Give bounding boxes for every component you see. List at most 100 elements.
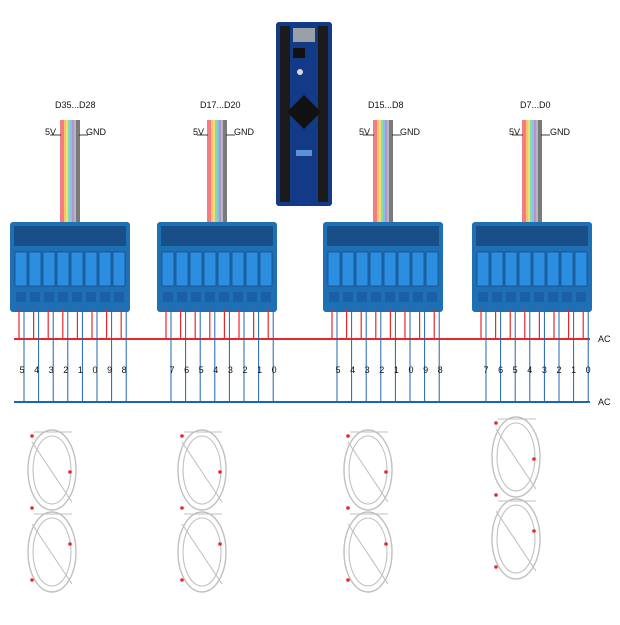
channel-number: 6: [498, 365, 504, 375]
relay-block: [84, 251, 98, 287]
channel-number: 5: [198, 365, 204, 375]
channel-number: 4: [213, 365, 219, 375]
digit-loop-outer: [343, 429, 393, 511]
channel-number: 1: [571, 365, 577, 375]
digit-diagonal: [347, 441, 389, 503]
channel-number: 2: [242, 365, 248, 375]
segment-marker: [180, 506, 184, 510]
terminal-block: [576, 292, 586, 302]
segment-marker: [68, 542, 72, 546]
digit-diagonal: [495, 428, 537, 490]
terminal-block: [343, 292, 353, 302]
relay-driver-strip: [14, 226, 126, 246]
terminal-block: [399, 292, 409, 302]
channel-number: 8: [437, 365, 443, 375]
channel-number: 4: [527, 365, 533, 375]
pin-range-label: D35...D28: [55, 100, 96, 110]
relay-block: [560, 251, 574, 287]
segment-marker: [180, 434, 184, 438]
channel-number: 0: [585, 365, 591, 375]
vcc-label: 5V: [193, 127, 205, 137]
relay-block: [518, 251, 532, 287]
relay-block: [189, 251, 203, 287]
pin-range-label: D15...D8: [368, 100, 404, 110]
channel-number: 1: [257, 365, 263, 375]
segment-marker: [532, 529, 536, 533]
relay-block: [42, 251, 56, 287]
digit-loop-inner: [348, 517, 388, 587]
arduino-board: [276, 22, 332, 206]
terminal-block: [520, 292, 530, 302]
digit-wiring-1: [27, 429, 77, 593]
segment-marker: [218, 470, 222, 474]
digit-loop-inner: [182, 517, 222, 587]
relay-group-3: [323, 120, 443, 402]
relay-block: [476, 251, 490, 287]
terminal-block: [58, 292, 68, 302]
terminal-block: [357, 292, 367, 302]
relay-block: [355, 251, 369, 287]
terminal-block: [177, 292, 187, 302]
terminal-block: [233, 292, 243, 302]
channel-number: 5: [335, 365, 341, 375]
segment-marker: [346, 506, 350, 510]
channel-number: 8: [121, 365, 127, 375]
relay-block: [369, 251, 383, 287]
relay-block: [112, 251, 126, 287]
segment-marker: [30, 506, 34, 510]
segment-marker: [218, 542, 222, 546]
channel-number: 4: [350, 365, 356, 375]
board-label: [296, 150, 312, 156]
channel-number: 3: [541, 365, 547, 375]
relay-block: [490, 251, 504, 287]
relay-group-1: [10, 120, 130, 402]
channel-number: 1: [77, 365, 83, 375]
relay-driver-strip: [476, 226, 588, 246]
terminal-block: [329, 292, 339, 302]
relay-block: [14, 251, 28, 287]
relay-block: [217, 251, 231, 287]
channel-number: 7: [483, 365, 489, 375]
terminal-block: [16, 292, 26, 302]
channel-number: 9: [107, 365, 113, 375]
relay-block: [574, 251, 588, 287]
channel-number: 6: [184, 365, 190, 375]
terminal-block: [44, 292, 54, 302]
relay-block: [504, 251, 518, 287]
terminal-block: [385, 292, 395, 302]
channel-number: 2: [63, 365, 69, 375]
pin-range-label: D17...D20: [200, 100, 241, 110]
terminal-block: [413, 292, 423, 302]
segment-marker: [180, 578, 184, 582]
segment-marker: [494, 565, 498, 569]
digit-diagonal: [347, 523, 389, 585]
channel-number: 5: [512, 365, 518, 375]
relay-block: [425, 251, 439, 287]
channel-number: 0: [408, 365, 414, 375]
digit-loop-outer: [27, 429, 77, 511]
digit-loop-inner: [496, 504, 536, 574]
relay-block: [383, 251, 397, 287]
gnd-label: GND: [550, 127, 570, 137]
terminal-block: [30, 292, 40, 302]
gnd-label: GND: [86, 127, 106, 137]
terminal-block: [205, 292, 215, 302]
channel-number: 1: [393, 365, 399, 375]
terminal-block: [191, 292, 201, 302]
relay-driver-strip: [327, 226, 439, 246]
relay-block: [532, 251, 546, 287]
terminal-block: [562, 292, 572, 302]
channel-number: 0: [92, 365, 98, 375]
digit-diagonal: [181, 441, 223, 503]
arduino-header-right: [318, 26, 328, 202]
segment-marker: [384, 470, 388, 474]
segment-marker: [532, 457, 536, 461]
ac-label-bottom: AC: [598, 397, 611, 407]
relay-block: [341, 251, 355, 287]
digit-loop-inner: [32, 517, 72, 587]
channel-number: 7: [169, 365, 175, 375]
relay-block: [203, 251, 217, 287]
gnd-label: GND: [234, 127, 254, 137]
channel-number: 5: [19, 365, 25, 375]
